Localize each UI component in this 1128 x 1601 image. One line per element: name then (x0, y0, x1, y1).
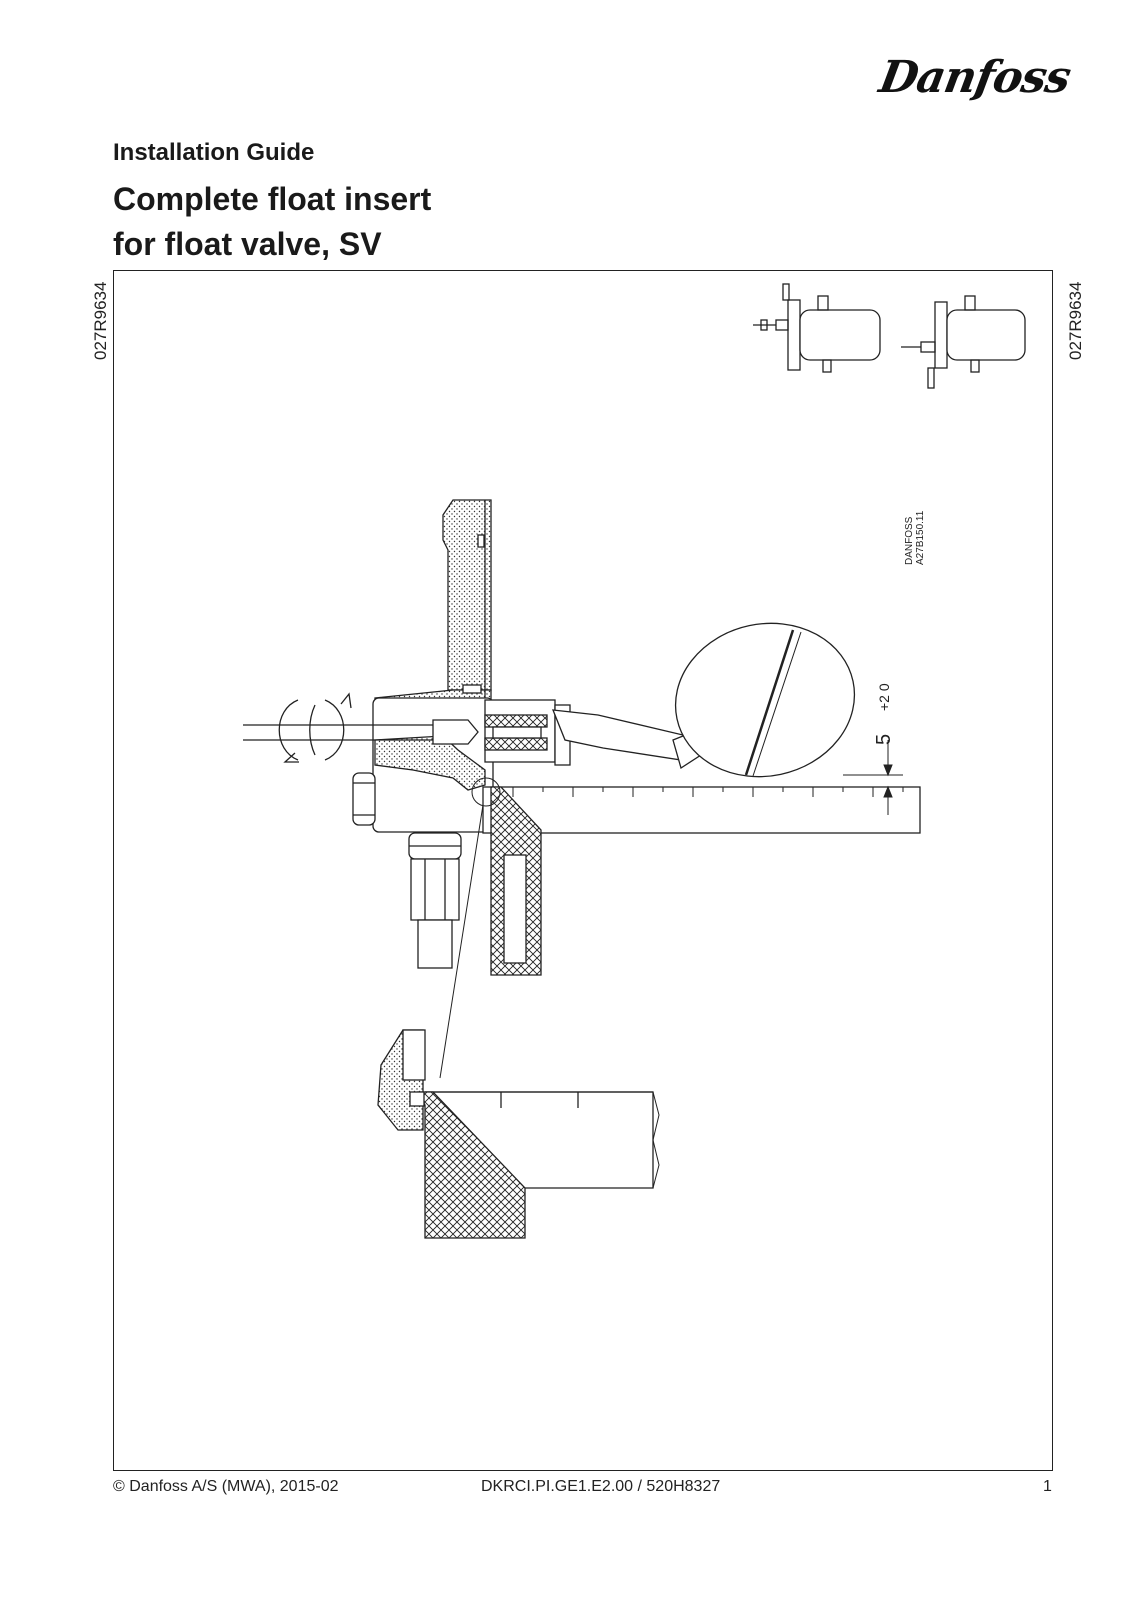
mounting-bar (482, 786, 921, 834)
dimension-tolerance-lower: 0 (876, 683, 892, 692)
dimension-tolerance-upper: +2 (876, 695, 892, 711)
footer-doc-code: DKRCI.PI.GE1.E2.00 / 520H8327 (481, 1478, 721, 1495)
dimension-tolerance: +2 0 (876, 683, 892, 711)
support-bracket (490, 786, 542, 976)
side-code-left: 027R9634 (91, 281, 110, 360)
bottom-fitting (408, 832, 462, 969)
drawing-code: DANFOSS A27B150.11 (904, 511, 926, 565)
technical-drawing (243, 283, 1026, 1239)
dimension-value: 5 (873, 733, 895, 745)
side-code-right: 027R9634 (1066, 281, 1085, 360)
spindle (243, 692, 479, 763)
page-number: 1 (1043, 1478, 1052, 1495)
enlarged-detail (377, 1029, 660, 1239)
drawing-code-line-1: DANFOSS (904, 516, 915, 565)
footer-copyright: © Danfoss A/S (MWA), 2015-02 (113, 1478, 339, 1495)
document-title: Complete float insert for float valve, S… (113, 177, 633, 267)
drawing-code-line-2: A27B150.11 (915, 510, 926, 565)
document-type: Installation Guide (113, 139, 315, 166)
thumbnail-valve-1 (753, 283, 881, 373)
title-line-1: Complete float insert (113, 181, 432, 217)
float-ball (674, 622, 856, 778)
valve-body (352, 697, 494, 833)
dimension-lines (843, 740, 903, 815)
drawing-frame (113, 270, 1053, 1471)
title-line-2: for float valve, SV (113, 226, 382, 262)
thumbnail-valve-2 (901, 295, 1026, 389)
danfoss-logo: Danfoss (875, 52, 1074, 103)
valve-seat (484, 699, 571, 766)
